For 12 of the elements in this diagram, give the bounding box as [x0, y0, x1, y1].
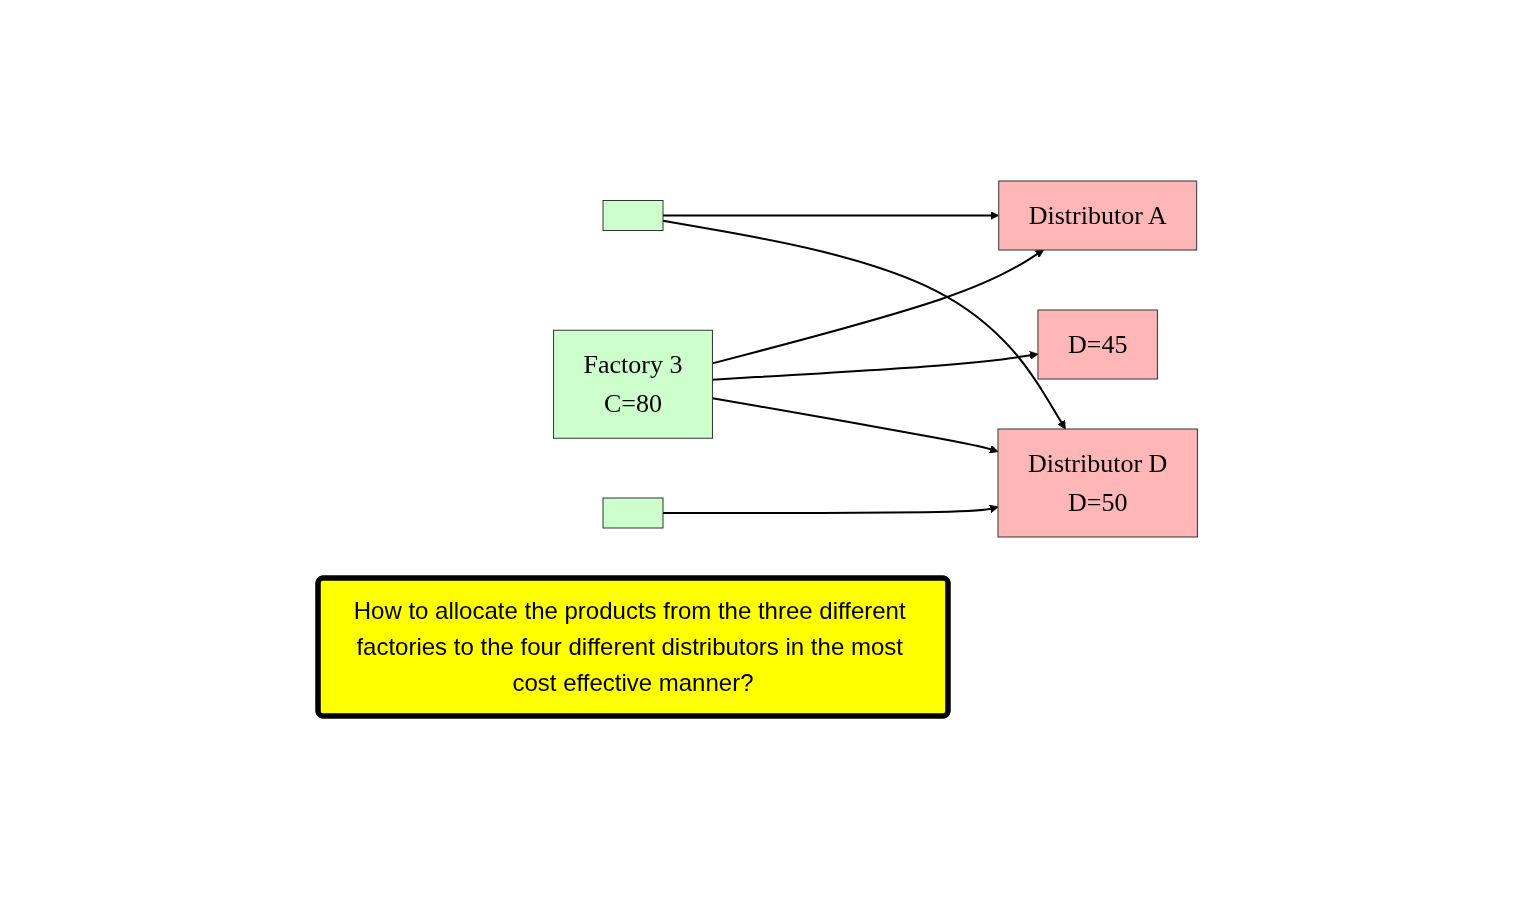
- arrow: [662, 504, 999, 514]
- arrow: [711, 351, 1039, 381]
- node-box: [602, 200, 664, 231]
- arrow: [711, 249, 1045, 365]
- arrow: [662, 219, 1066, 430]
- arrow: [711, 397, 999, 454]
- node-box: Distributor D D=50: [997, 428, 1199, 538]
- node-box: Factory 3 C=80: [553, 329, 714, 439]
- arrow: [662, 211, 1000, 220]
- node-box: [602, 497, 664, 529]
- node-box: D=45: [1037, 309, 1159, 380]
- node-box: Distributor A: [998, 180, 1198, 251]
